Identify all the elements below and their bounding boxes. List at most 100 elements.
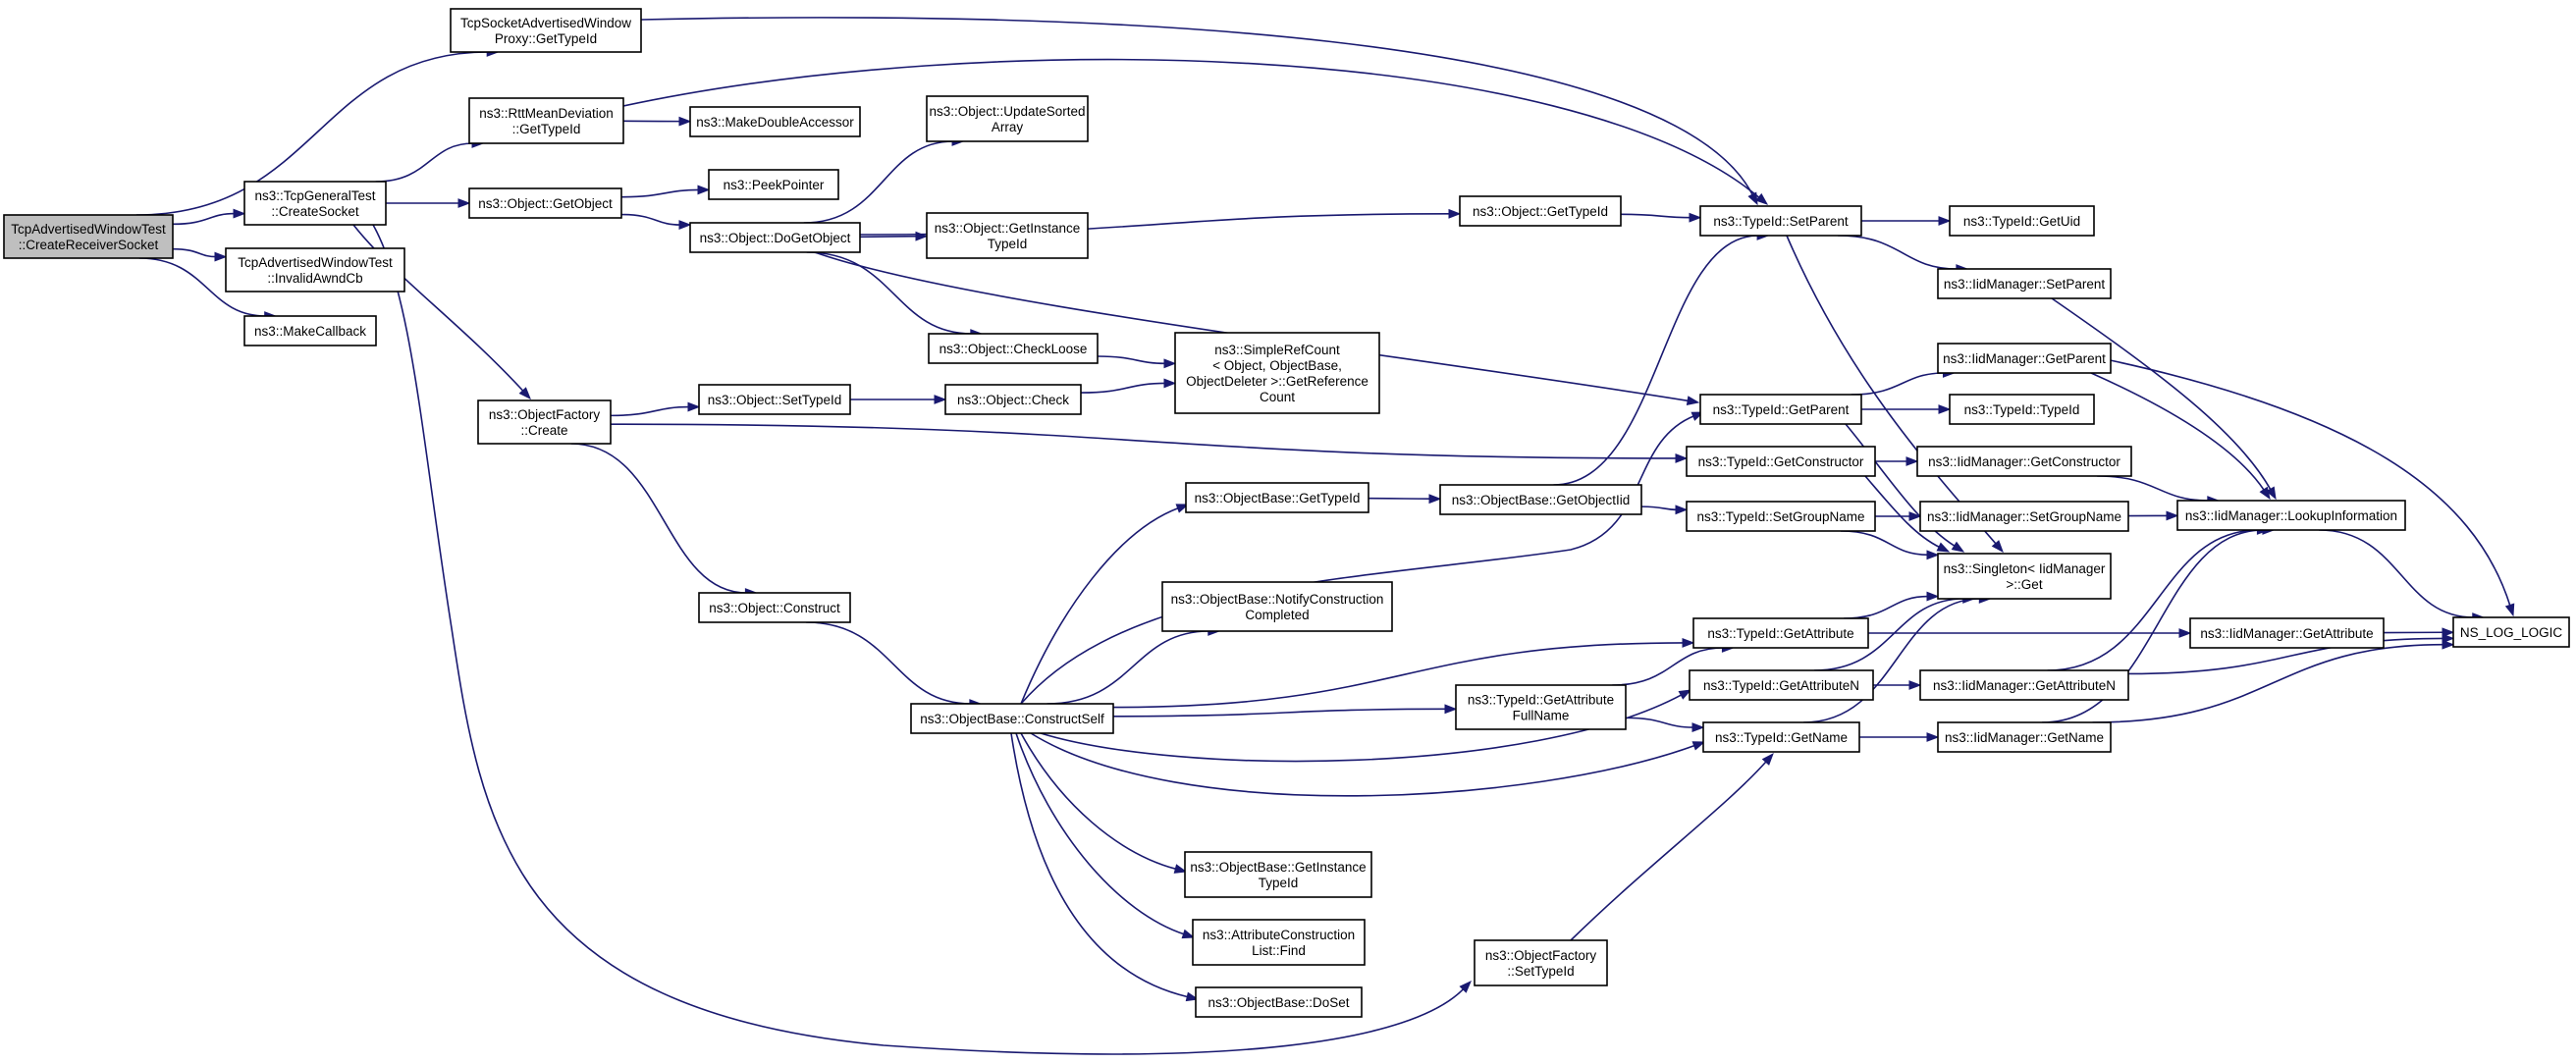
node-label: ns3::Object::GetObject — [478, 196, 613, 211]
node-setTypeIdObj[interactable]: ns3::Object::SetTypeId — [698, 384, 851, 415]
node-proxyGetTypeId[interactable]: TcpSocketAdvertisedWindowProxy::GetTypeI… — [450, 8, 642, 53]
node-objConstruct[interactable]: ns3::Object::Construct — [698, 592, 851, 623]
node-tidGetAttribute[interactable]: ns3::TypeId::GetAttribute — [1692, 617, 1869, 649]
node-box — [1185, 482, 1369, 513]
edge-doGetObject-to-checkLoose — [806, 251, 984, 339]
node-box — [2452, 616, 2570, 648]
edge-line — [2092, 643, 2444, 723]
node-label: ns3::ObjectBase::NotifyConstruction — [1171, 592, 1384, 607]
node-objGetTypeId[interactable]: ns3::Object::GetTypeId — [1459, 195, 1622, 227]
edge-constructSelf-to-obGetInstanceTypeId — [1020, 732, 1188, 874]
node-tidGetName[interactable]: ns3::TypeId::GetName — [1702, 721, 1860, 753]
arrowhead — [1926, 591, 1940, 602]
node-tidGetAttributeN[interactable]: ns3::TypeId::GetAttributeN — [1689, 669, 1874, 701]
node-label: ns3::TypeId::GetAttribute — [1707, 626, 1853, 641]
node-label: List::Find — [1252, 943, 1306, 958]
node-box — [1699, 394, 1862, 425]
node-tidGetUid[interactable]: ns3::TypeId::GetUid — [1949, 205, 2095, 237]
edge-line — [1625, 717, 1694, 728]
edge-constructSelf-to-attrConstructionFind — [1015, 732, 1196, 939]
node-label: ns3::TcpGeneralTest — [254, 188, 375, 203]
node-lookupInformation[interactable]: ns3::IidManager::LookupInformation — [2176, 500, 2406, 531]
arrowhead — [1678, 689, 1692, 700]
node-singletonGet[interactable]: ns3::Singleton< IidManager>::Get — [1937, 553, 2112, 600]
edge-constructSelf-to-notifyConstruction — [1046, 626, 1221, 705]
node-makeCallback[interactable]: ns3::MakeCallback — [243, 315, 377, 346]
edge-line — [2042, 529, 2264, 723]
node-getObjectIid[interactable]: ns3::ObjectBase::GetObjectIid — [1439, 484, 1642, 515]
node-peekPointer[interactable]: ns3::PeekPointer — [708, 169, 839, 200]
arrowhead — [697, 185, 711, 195]
node-box — [689, 106, 861, 137]
node-rttGetTypeId[interactable]: ns3::RttMeanDeviation::GetTypeId — [468, 97, 624, 144]
node-label: ns3::TypeId::GetConstructor — [1698, 454, 1864, 469]
node-check[interactable]: ns3::Object::Check — [944, 384, 1082, 415]
node-obGetTypeId[interactable]: ns3::ObjectBase::GetTypeId — [1185, 482, 1369, 513]
node-tidSetGroupName[interactable]: ns3::TypeId::SetGroupName — [1686, 501, 1876, 532]
edge-getObjectIid-to-tidSetGroupName — [1640, 505, 1689, 515]
node-invalidAwnd[interactable]: TcpAdvertisedWindowTest::InvalidAwndCb — [225, 247, 405, 293]
node-label: Count — [1260, 390, 1295, 404]
node-iidSetParent[interactable]: ns3::IidManager::SetParent — [1937, 268, 2112, 299]
node-label: TcpAdvertisedWindowTest — [238, 255, 393, 270]
node-notifyConstruction[interactable]: ns3::ObjectBase::NotifyConstructionCompl… — [1161, 581, 1393, 632]
arrowhead — [1175, 504, 1190, 513]
node-tidGetParent[interactable]: ns3::TypeId::GetParent — [1699, 394, 1862, 425]
node-label: ns3::Object::Check — [957, 393, 1069, 407]
node-root[interactable]: TcpAdvertisedWindowTest::CreateReceiverS… — [3, 214, 174, 259]
node-label: ns3::ObjectBase::DoSet — [1208, 995, 1349, 1010]
node-iidGetAttribute[interactable]: ns3::IidManager::GetAttribute — [2189, 617, 2385, 649]
arrowhead — [1936, 542, 1951, 553]
node-iidGetName[interactable]: ns3::IidManager::GetName — [1937, 721, 2112, 753]
node-box — [1949, 394, 2095, 425]
node-objFactoryCreate[interactable]: ns3::ObjectFactory::Create — [477, 399, 612, 445]
node-makeDoubleAccessor[interactable]: ns3::MakeDoubleAccessor — [689, 106, 861, 137]
node-createSocket[interactable]: ns3::TcpGeneralTest::CreateSocket — [243, 181, 387, 226]
node-iidGetParent[interactable]: ns3::IidManager::GetParent — [1937, 343, 2112, 374]
node-getObject[interactable]: ns3::Object::GetObject — [468, 187, 622, 219]
edge-line — [2100, 357, 2511, 607]
edge-line — [2319, 529, 2474, 618]
node-label: ns3::ObjectFactory — [489, 407, 601, 422]
edge-iidSetGroupName-to-lookupInformation — [2127, 510, 2179, 521]
node-label: ns3::ObjectFactory — [1485, 948, 1597, 963]
node-checkLoose[interactable]: ns3::Object::CheckLoose — [928, 333, 1099, 364]
node-box — [1455, 684, 1627, 730]
node-constructSelf[interactable]: ns3::ObjectBase::ConstructSelf — [910, 703, 1114, 734]
arrowhead — [2442, 627, 2455, 638]
node-box — [708, 169, 839, 200]
node-doSet[interactable]: ns3::ObjectBase::DoSet — [1195, 986, 1363, 1018]
arrowhead — [457, 198, 471, 208]
edge-tidGetName-to-iidGetName — [1859, 732, 1940, 742]
node-tidGetConstructor[interactable]: ns3::TypeId::GetConstructor — [1686, 446, 1876, 477]
edge-constructSelf-to-doSet — [1010, 732, 1200, 1002]
node-label: ns3::Object::DoGetObject — [700, 231, 851, 245]
edge-line — [2127, 637, 2444, 675]
arrowhead — [1173, 864, 1188, 874]
node-label: ::Create — [520, 423, 567, 438]
node-label: ns3::Object::UpdateSorted — [929, 104, 1085, 119]
edge-iidSetParent-to-lookupInformation — [2051, 297, 2277, 501]
node-label: TypeId — [1259, 876, 1299, 890]
arrowhead — [2442, 633, 2455, 644]
node-simpleRefCount[interactable]: ns3::SimpleRefCount< Object, ObjectBase,… — [1174, 332, 1380, 414]
node-box — [1937, 343, 2112, 374]
node-doGetObject[interactable]: ns3::Object::DoGetObject — [689, 222, 861, 253]
node-iidGetAttributeN[interactable]: ns3::IidManager::GetAttributeN — [1919, 669, 2129, 701]
node-tidTypeId[interactable]: ns3::TypeId::TypeId — [1949, 394, 2095, 425]
edge-line — [1845, 423, 1957, 548]
node-iidSetGroupName[interactable]: ns3::IidManager::SetGroupName — [1919, 501, 2129, 532]
node-ofSetTypeId[interactable]: ns3::ObjectFactory::SetTypeId — [1474, 939, 1608, 986]
edge-checkLoose-to-simpleRefCount — [1097, 355, 1177, 369]
node-nsLogLogic[interactable]: NS_LOG_LOGIC — [2452, 616, 2570, 648]
edge-lookupInformation-to-nsLogLogic — [2319, 529, 2486, 622]
node-tidSetParent[interactable]: ns3::TypeId::SetParent — [1699, 205, 1862, 237]
node-iidGetConstructor[interactable]: ns3::IidManager::GetConstructor — [1916, 446, 2132, 477]
arrowhead — [934, 395, 947, 404]
node-box — [1686, 446, 1876, 477]
